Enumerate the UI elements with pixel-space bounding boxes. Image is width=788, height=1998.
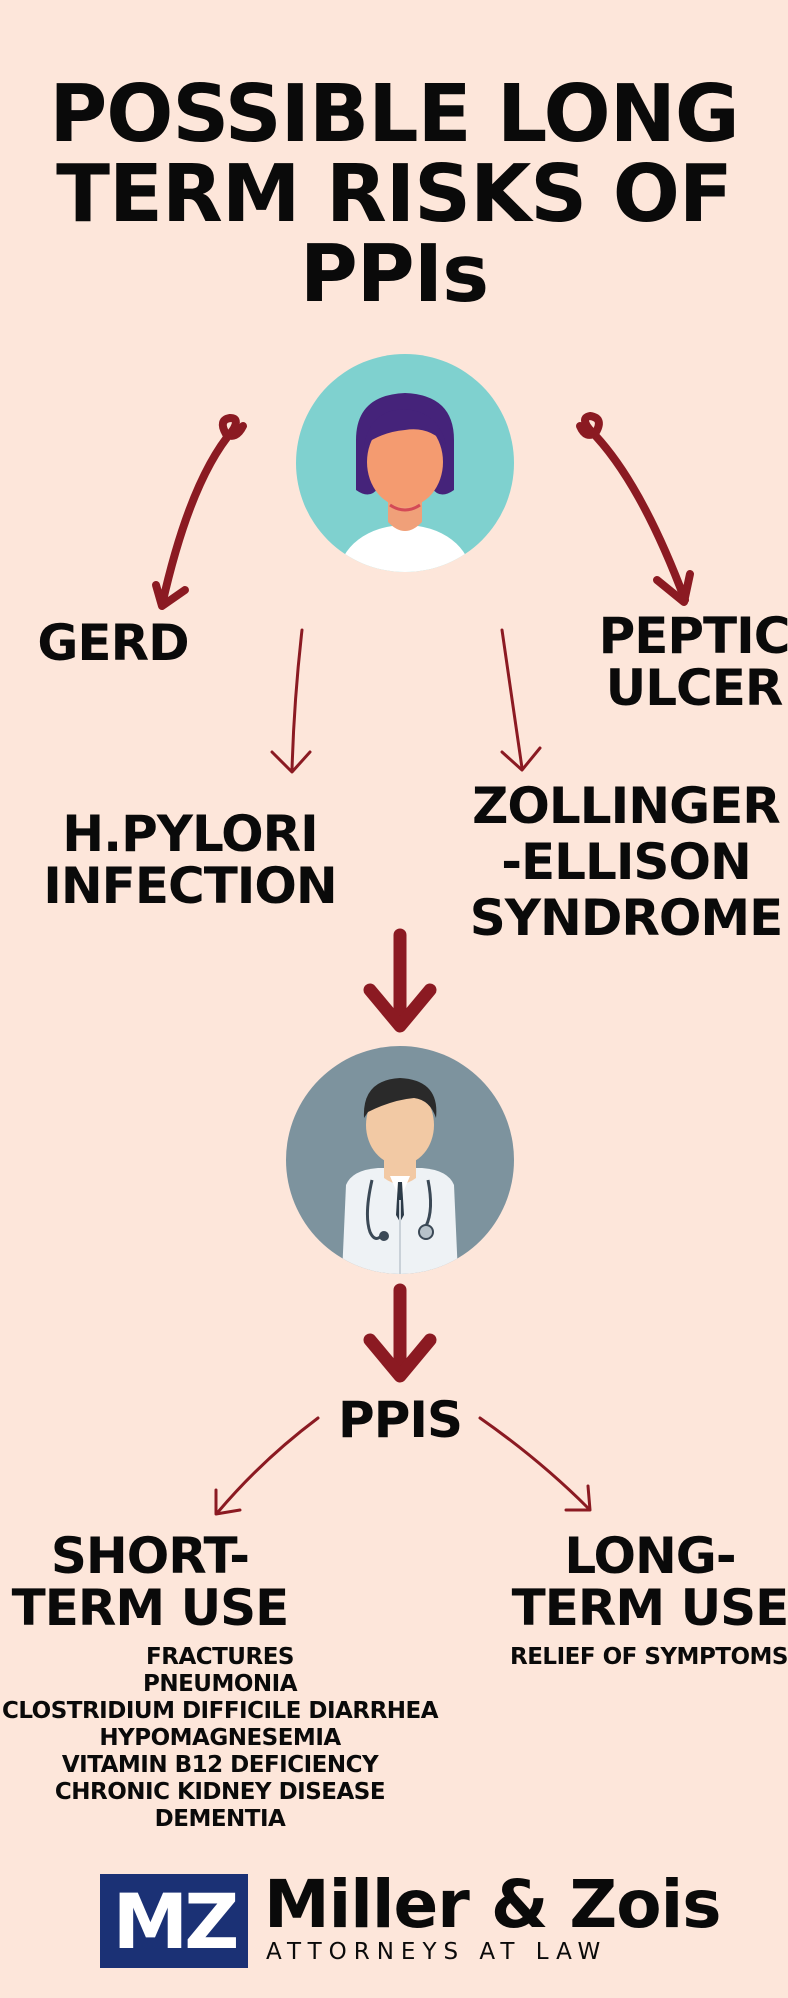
benefit-item: RELIEF OF SYMPTOMS <box>510 1644 788 1670</box>
label-h-pylori: H.PYLORI INFECTION <box>20 808 360 912</box>
risk-item: DEMENTIA <box>154 1806 286 1832</box>
label-line: -ELLISON <box>501 833 752 891</box>
heading-line: LONG- <box>564 1527 736 1585</box>
risk-item: CLOSTRIDIUM DIFFICILE DIARRHEA <box>1 1698 439 1724</box>
label-gerd: GERD <box>28 617 198 669</box>
long-term-benefit-list: RELIEF OF SYMPTOMS <box>510 1644 788 1671</box>
arrow-head-hpylori <box>270 750 312 774</box>
label-peptic-ulcer: PEPTIC ULCER <box>596 610 788 714</box>
title-line: POSSIBLE LONG <box>49 68 739 160</box>
title-line: PPIs <box>299 228 489 320</box>
label-line: GERD <box>37 614 189 672</box>
arrow-head-long-term <box>564 1484 592 1512</box>
risk-item: HYPOMAGNESEMIA <box>99 1725 341 1751</box>
patient-avatar-icon <box>296 354 514 572</box>
heading-line: TERM USE <box>11 1579 290 1637</box>
arrow-to-gerd <box>158 426 237 609</box>
heading-line: TERM USE <box>511 1579 788 1637</box>
page-title: POSSIBLE LONG TERM RISKS OF PPIs <box>0 74 788 314</box>
label-line: ZOLLINGER <box>472 777 781 835</box>
label-zollinger-ellison: ZOLLINGER -ELLISON SYNDROME <box>466 778 786 946</box>
logo-mark: MZ <box>100 1874 248 1968</box>
logo-tagline: ATTORNEYS AT LAW <box>266 1939 608 1965</box>
arrow-to-peptic <box>586 426 689 604</box>
heading-line: SHORT- <box>50 1527 250 1585</box>
label-line: SYNDROME <box>469 889 783 947</box>
risk-item: FRACTURES <box>146 1644 294 1670</box>
label-line: PEPTIC <box>598 607 788 665</box>
label-line: ULCER <box>605 659 784 717</box>
risk-item: CHRONIC KIDNEY DISEASE <box>54 1779 386 1805</box>
arrow-head-short-term <box>214 1488 242 1516</box>
arrow-head-doctor <box>363 983 437 1033</box>
label-ppis: PPIS <box>338 1391 463 1449</box>
arrow-head-ppis <box>363 1333 437 1383</box>
label-line: INFECTION <box>43 857 338 915</box>
arrow-head-zollinger <box>500 746 542 772</box>
doctor-avatar-icon <box>286 1046 514 1274</box>
arrow-to-hpylori <box>290 628 304 772</box>
short-term-heading: SHORT- TERM USE <box>0 1530 300 1634</box>
arrow-loop-peptic <box>576 412 603 439</box>
label-line: H.PYLORI <box>62 805 318 863</box>
arrow-head-gerd <box>152 581 189 610</box>
arrow-to-long-term <box>478 1416 590 1510</box>
arrow-to-short-term <box>216 1416 320 1514</box>
risk-item: PNEUMONIA <box>142 1671 298 1697</box>
logo-name: Miller & Zois <box>264 1866 721 1943</box>
title-line: TERM RISKS OF <box>56 148 733 240</box>
arrow-to-zollinger <box>500 628 524 770</box>
arrow-loop-gerd <box>218 414 247 440</box>
short-term-risk-list: FRACTURES PNEUMONIA CLOSTRIDIUM DIFFICIL… <box>0 1644 440 1833</box>
risk-item: VITAMIN B12 DEFICIENCY <box>61 1752 379 1778</box>
long-term-heading: LONG- TERM USE <box>500 1530 788 1634</box>
arrow-head-peptic <box>653 570 694 606</box>
